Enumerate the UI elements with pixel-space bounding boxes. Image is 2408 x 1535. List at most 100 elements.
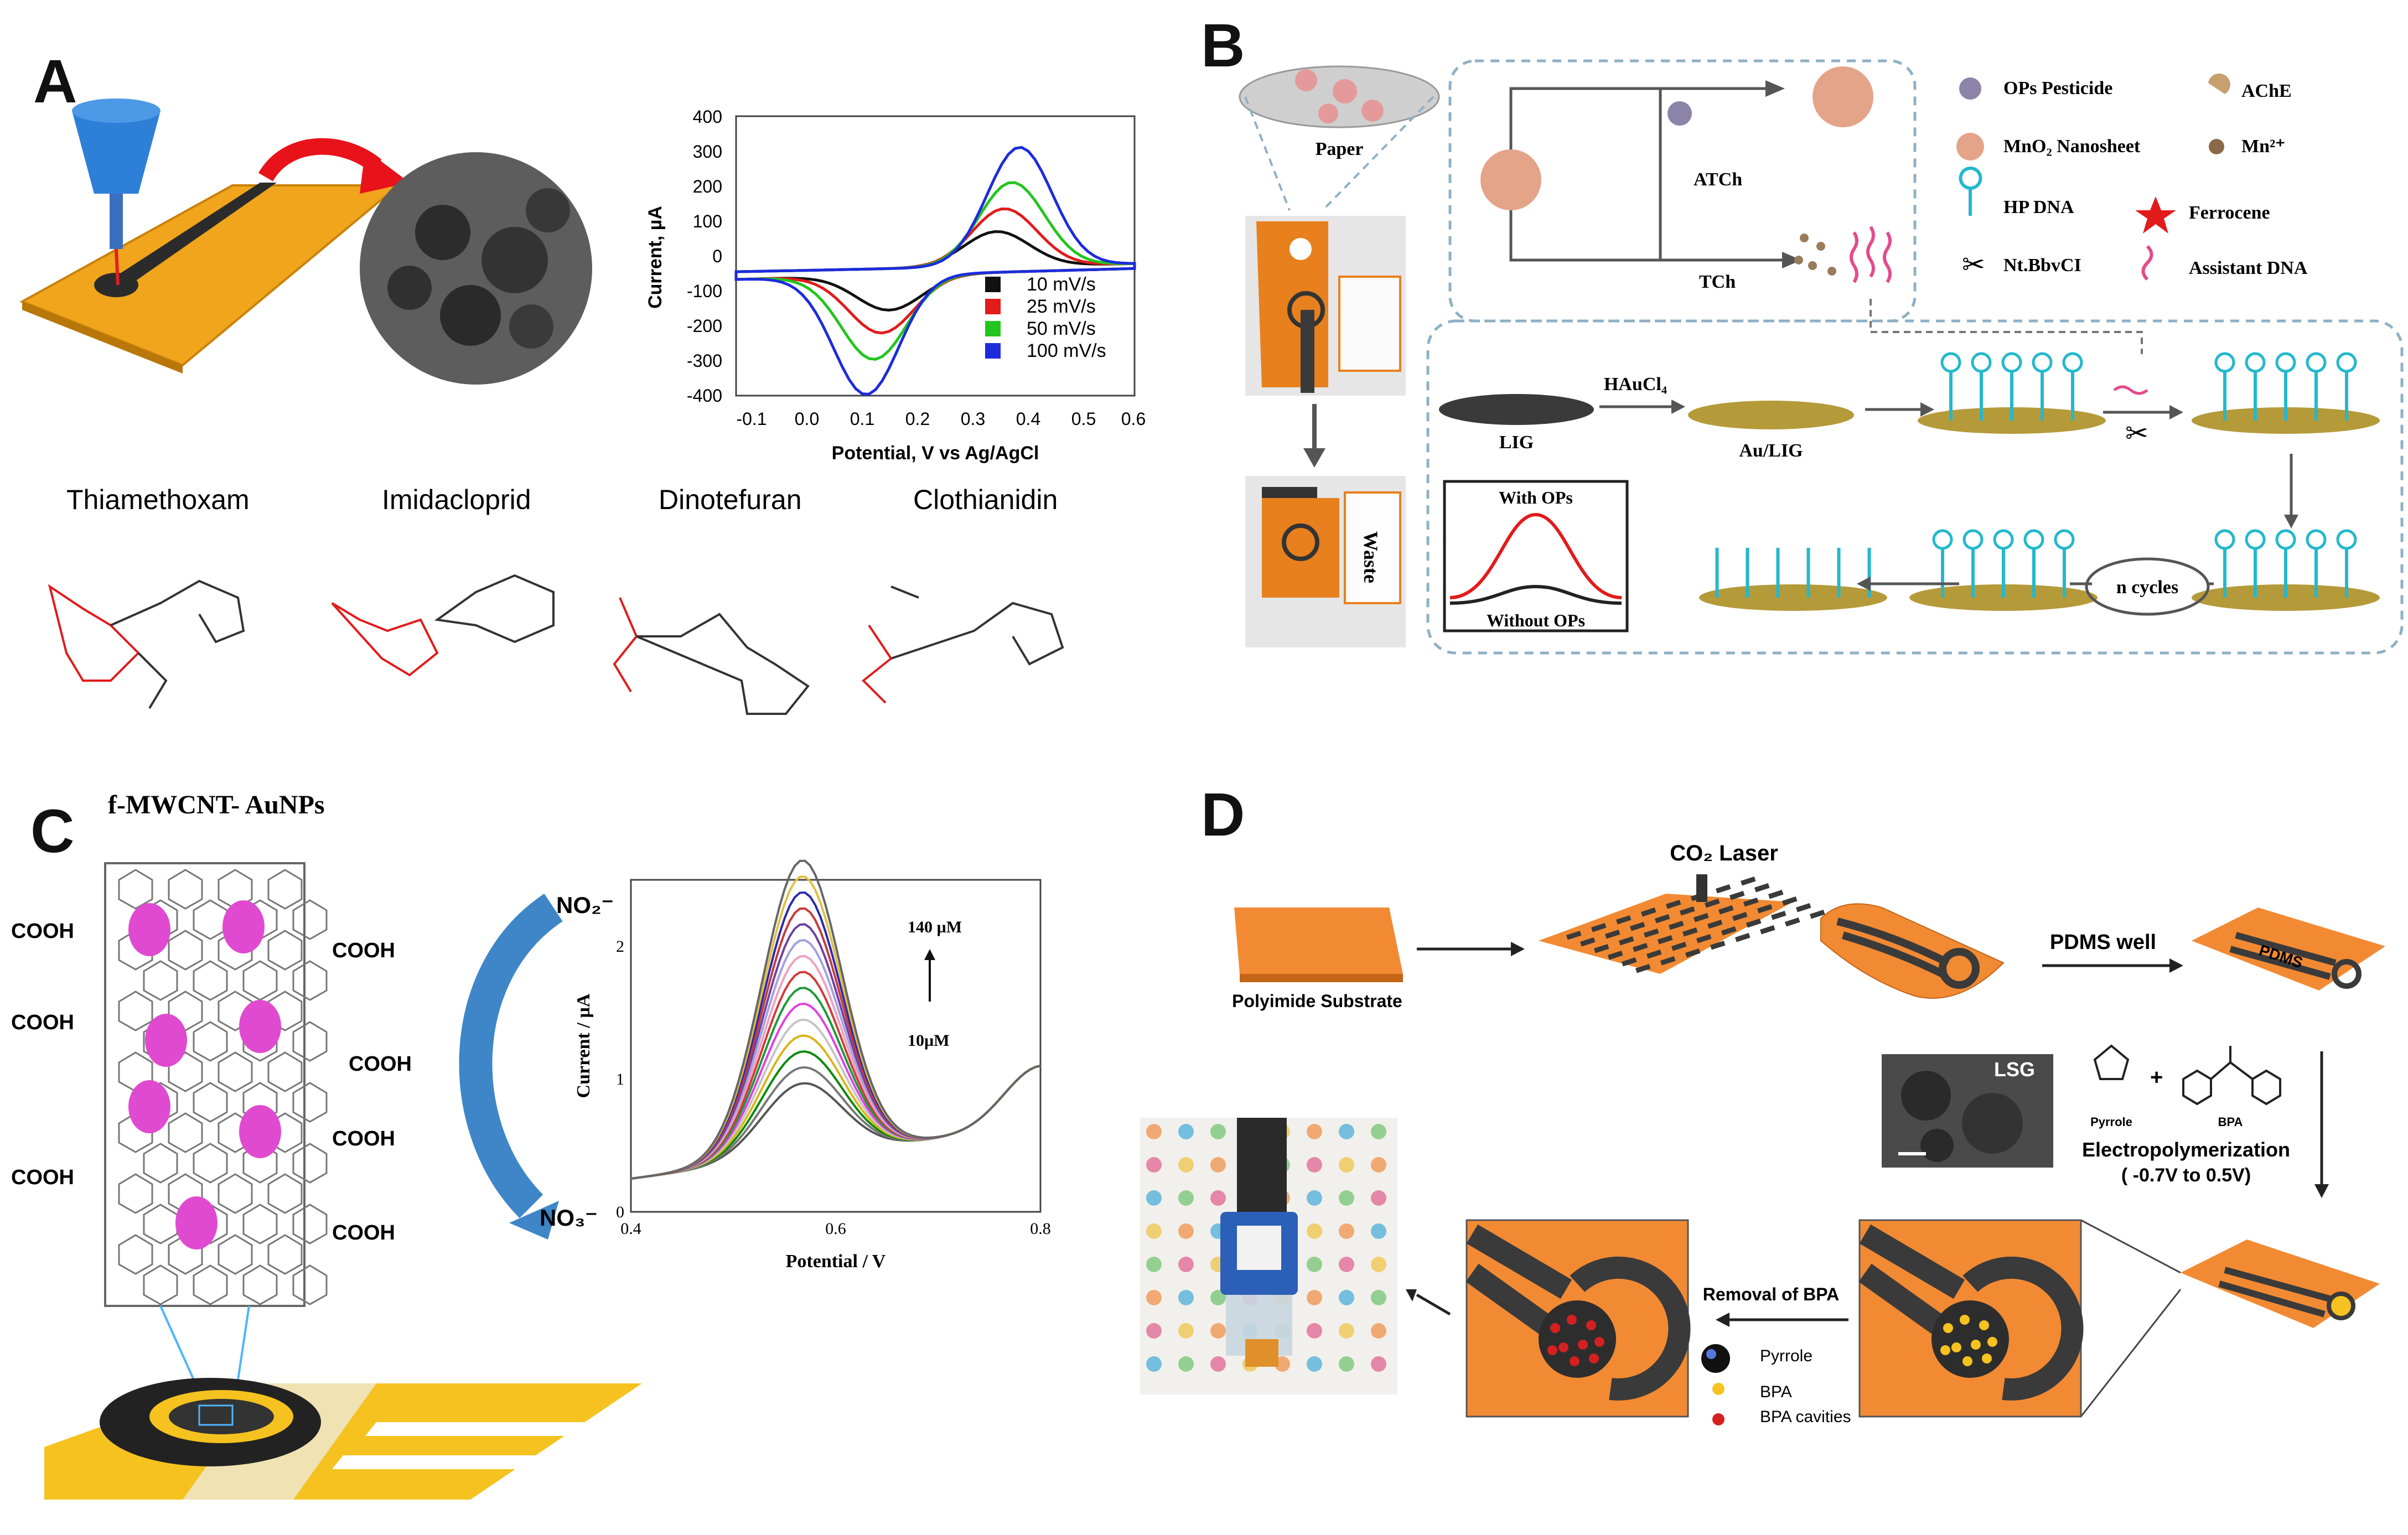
engraved-electrode <box>1635 963 1651 973</box>
curved-arrow <box>459 894 563 1218</box>
photo-background-dot <box>1146 1190 1162 1206</box>
dpv-curve <box>630 859 1041 1180</box>
engraved-electrode <box>1746 918 1762 928</box>
engraved-electrode <box>1718 905 1734 915</box>
au-lig-label: Au/LIG <box>1739 440 1803 461</box>
photo-background-dot <box>1307 1323 1322 1339</box>
cnt-hexagon <box>193 899 228 940</box>
au-electrode <box>1699 584 1887 611</box>
engraved-electrode <box>1771 910 1786 920</box>
legend-cavities: BPA cavities <box>1760 1408 1851 1426</box>
au-lig-disk <box>1688 401 1854 429</box>
photo-background-dot <box>1371 1223 1386 1239</box>
panel-c-title: f-MWCNT- AuNPs <box>108 790 325 820</box>
bpa-molecule <box>1951 1342 1961 1352</box>
monomer-structures: Pyrrole + BPA <box>2090 1044 2281 1129</box>
hp-loop <box>2214 529 2235 550</box>
cnt-hexagon <box>168 930 203 971</box>
legend-hpdna: HP DNA <box>2003 197 2074 217</box>
compound-clothianidin: Clothianidin <box>913 484 1058 515</box>
hp-loop <box>2306 352 2327 373</box>
lig-label: LIG <box>1499 432 1534 453</box>
engraved-electrode <box>1732 911 1748 921</box>
cooh-label: COOH <box>11 1011 74 1034</box>
hp-loop <box>2275 352 2296 373</box>
photo-background-dot <box>1146 1223 1162 1239</box>
n-cycles-label: n cycles <box>2116 577 2178 598</box>
engraved-electrode <box>1782 896 1798 906</box>
bpa-molecule <box>1960 1315 1970 1325</box>
hp-loop <box>2054 529 2075 550</box>
panel-c: C f-MWCNT- AuNPs COOH COOH COOH COOH COO… <box>11 790 1051 1500</box>
legend-50: 50 mV/s <box>1027 318 1096 339</box>
cooh-label: COOH <box>332 1221 395 1244</box>
pdms-well-label: PDMS well <box>2050 931 2156 954</box>
cnt-hexagon <box>218 1051 253 1092</box>
engraved-electrode <box>1796 903 1811 912</box>
without-ops-label: Without OPs <box>1487 610 1585 630</box>
photo-background-dot <box>1339 1223 1354 1239</box>
x-tick: 0.8 <box>1030 1220 1051 1238</box>
engraved-electrode <box>1622 957 1637 967</box>
potential-range-label: ( -0.7V to 0.5V) <box>2121 1165 2251 1186</box>
cnt-hexagon <box>118 1173 153 1214</box>
engraved-electrode <box>1680 906 1695 916</box>
dpv-top-conc: 140 µM <box>908 918 962 936</box>
photo-background-dot <box>1339 1356 1354 1372</box>
bpa-cavity <box>1558 1342 1568 1352</box>
engraved-electrode <box>1580 937 1596 947</box>
photo-background-dot <box>1210 1124 1226 1139</box>
assistant-dna-released <box>1850 226 1892 283</box>
x-tick: 0.4 <box>1016 409 1040 429</box>
hp-loop <box>2214 352 2235 373</box>
cnt-hexagon <box>292 1264 328 1305</box>
engraved-electrode <box>1685 948 1701 958</box>
cnt-hexagon <box>143 960 178 1001</box>
engraved-electrode <box>1716 884 1731 894</box>
photo-background-dot <box>1307 1257 1322 1272</box>
photo-background-dot <box>1371 1157 1386 1173</box>
dpv-curve <box>630 1065 1041 1180</box>
cnt-hexagon <box>193 1021 228 1062</box>
cv-chart: 10 mV/s 25 mV/s 50 mV/s 100 mV/s 400 300… <box>645 107 1146 464</box>
y-tick: -100 <box>687 281 722 301</box>
ops-in-reaction <box>1668 101 1692 126</box>
engraved-electrode <box>1721 926 1737 936</box>
pyrrole-structure-label: Pyrrole <box>2090 1115 2132 1129</box>
bpa-cavity <box>1547 1345 1557 1355</box>
y-tick: -400 <box>687 386 722 406</box>
engraved-electrode <box>1619 936 1634 946</box>
cnt-hexagon <box>267 1051 303 1092</box>
electropolymerization-label: Electropolymerization <box>2082 1138 2290 1161</box>
carbon-nanotube <box>104 862 328 1307</box>
compound-imidacloprid: Imidacloprid <box>382 484 531 515</box>
y-tick: 2 <box>616 937 624 956</box>
device-final <box>2181 1240 2380 1328</box>
cooh-label: COOH <box>349 1052 412 1076</box>
cnt-hexagon <box>218 869 253 910</box>
engraved-electrode <box>1655 914 1670 924</box>
y-tick: 0 <box>712 246 722 266</box>
cnt-hexagon <box>242 960 278 1001</box>
waste-label: Waste <box>1360 531 1382 583</box>
photo-background-dot <box>1178 1124 1194 1139</box>
engraved-electrode <box>1729 890 1745 900</box>
y-tick: 0 <box>616 1203 624 1221</box>
cnt-hexagon <box>292 1143 328 1184</box>
hp-loop <box>2062 352 2083 373</box>
photo-background-dot <box>1146 1157 1162 1173</box>
photo-background-dot <box>1307 1356 1322 1372</box>
legend-100: 100 mV/s <box>1027 340 1106 361</box>
cnt-hexagon <box>292 1082 328 1123</box>
panel-letter-c: C <box>30 797 74 865</box>
bpa-molecule <box>1971 1340 1981 1350</box>
engraved-electrode <box>1696 934 1712 943</box>
dpv-y-label: Current / µA <box>573 993 594 1098</box>
engraved-electrode <box>1615 915 1632 925</box>
photo-background-dot <box>1307 1190 1322 1206</box>
photo-background-dot <box>1339 1290 1354 1305</box>
hp-loop <box>2001 352 2022 373</box>
cooh-label: COOH <box>11 1166 74 1189</box>
photo-background-dot <box>1307 1223 1322 1239</box>
photo-background-dot <box>1178 1323 1194 1339</box>
